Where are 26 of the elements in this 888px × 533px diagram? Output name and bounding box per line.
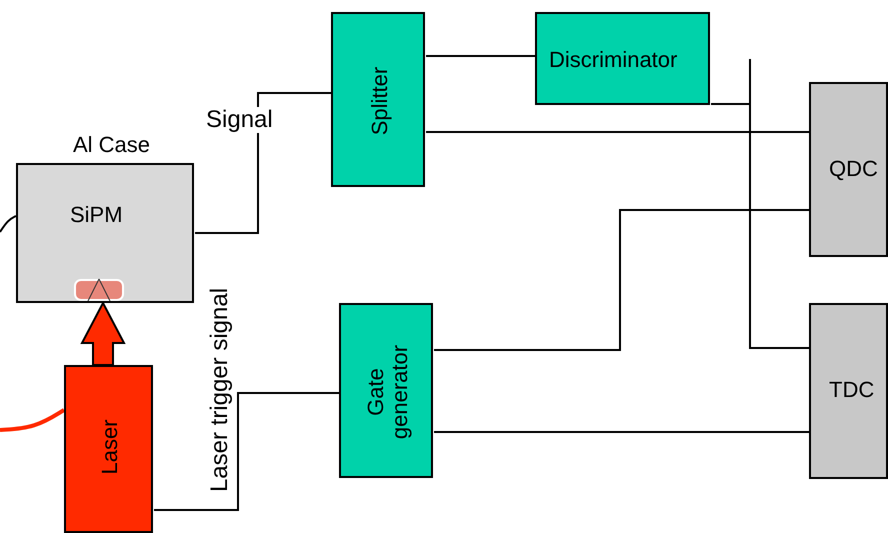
node-label: Splitter bbox=[368, 66, 392, 136]
discriminator-box bbox=[535, 12, 710, 105]
cable bbox=[0, 408, 66, 432]
edge-label: Signal bbox=[206, 107, 273, 134]
signal-line bbox=[434, 209, 809, 351]
light-beam-arrow bbox=[80, 300, 126, 366]
laser-box bbox=[64, 365, 153, 533]
splitter-box bbox=[331, 12, 425, 187]
heading-label: Al Case bbox=[73, 133, 150, 158]
cable bbox=[0, 215, 16, 233]
signal-line bbox=[426, 131, 809, 133]
signal-line bbox=[711, 103, 809, 349]
node-label: Discriminator bbox=[549, 48, 678, 72]
node-label: Gate generator bbox=[364, 344, 412, 442]
tdc-box bbox=[809, 303, 888, 479]
signal-line bbox=[426, 55, 535, 57]
signal-line bbox=[434, 431, 809, 433]
signal-line bbox=[195, 92, 331, 234]
signal-line bbox=[154, 392, 339, 511]
node-label: TDC bbox=[829, 378, 874, 402]
gate-generator-box bbox=[339, 303, 433, 478]
node-label: QDC bbox=[829, 157, 878, 182]
node-label: Laser bbox=[98, 419, 122, 475]
node-label: SiPM bbox=[70, 203, 123, 228]
edge-label: Laser trigger signal bbox=[206, 288, 234, 492]
qdc-box bbox=[809, 82, 888, 257]
